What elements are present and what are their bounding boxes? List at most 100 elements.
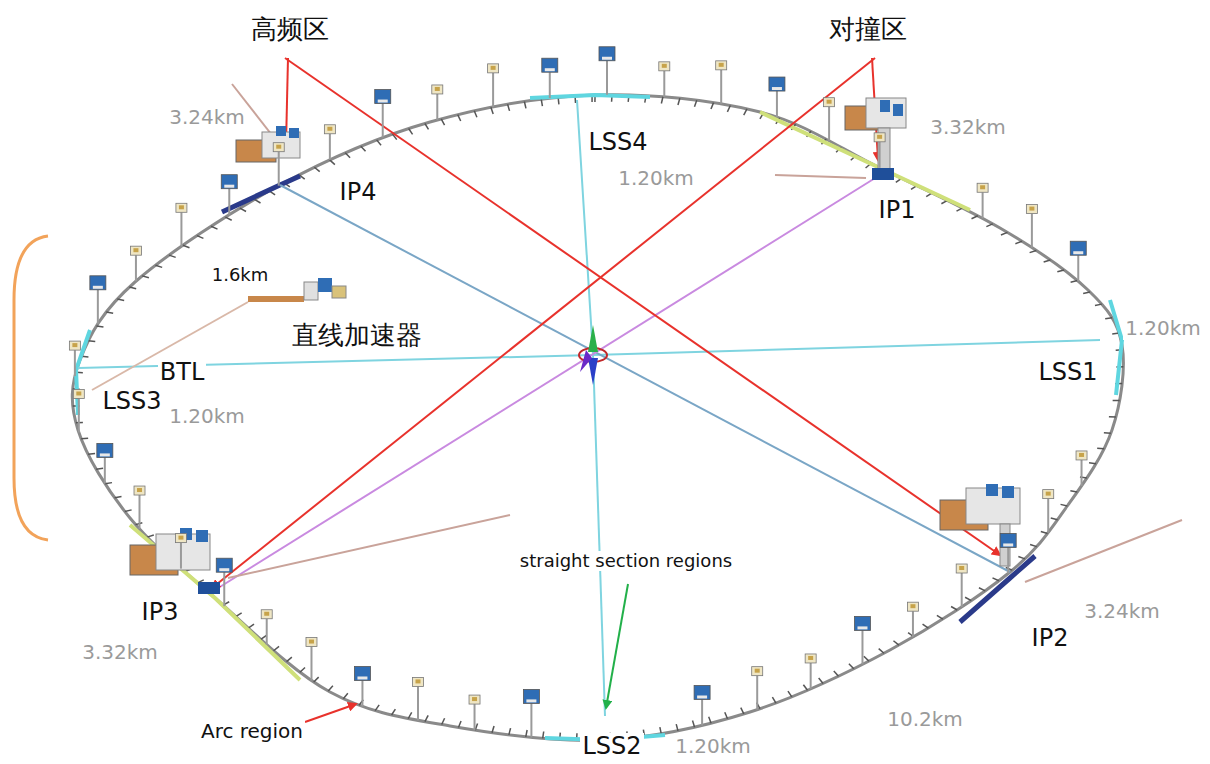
surface-building	[179, 205, 184, 209]
surface-building	[719, 63, 724, 67]
ring-tick	[972, 216, 978, 219]
callout-arrow	[285, 58, 1000, 555]
dimension-label: 1.20km	[673, 735, 753, 758]
surface-building	[857, 626, 867, 629]
surface-building	[100, 453, 110, 456]
ring-tick	[1044, 260, 1051, 262]
ring-tick	[225, 217, 231, 220]
shaft	[104, 457, 106, 483]
ring-tick	[1104, 432, 1111, 434]
surface-building	[178, 536, 183, 540]
ring-tick	[458, 721, 461, 727]
ring-tick	[1041, 532, 1048, 534]
surface-building	[134, 486, 145, 495]
ring-tick	[803, 685, 807, 691]
ring-tick	[788, 691, 792, 697]
surface-building	[1043, 490, 1054, 499]
section-label: BTL	[158, 359, 207, 387]
surface-building	[306, 638, 317, 647]
ring-tick	[211, 226, 217, 229]
surface-building	[877, 135, 882, 139]
ring-tick	[965, 597, 971, 600]
surface-building	[824, 98, 835, 107]
ring-tick	[330, 160, 335, 165]
surface-building	[324, 125, 335, 134]
ip-facility	[845, 98, 906, 180]
callout-arrow	[212, 58, 875, 588]
axis-line	[593, 355, 605, 716]
surface-building	[221, 175, 237, 189]
surface-building	[72, 343, 77, 347]
ring-ticks	[73, 95, 1124, 741]
surface-building	[73, 389, 84, 398]
shaft	[1077, 255, 1079, 281]
transfer-line	[92, 302, 248, 390]
ring-tick	[1015, 241, 1022, 243]
surface-building	[910, 604, 915, 608]
dimension-label: 10.2km	[885, 708, 965, 731]
shaft	[310, 647, 312, 681]
ring-tick	[240, 208, 246, 211]
section-label: LSS3	[100, 388, 163, 416]
surface-building	[907, 602, 918, 611]
ip-facility	[130, 528, 220, 594]
ring-tick	[287, 657, 292, 662]
ring-tick	[248, 624, 254, 628]
ring-tick	[676, 724, 678, 731]
ring-tick	[1097, 447, 1104, 449]
linac-building	[332, 286, 346, 298]
surface-building	[76, 391, 81, 395]
surface-building	[216, 558, 232, 572]
axis-line	[593, 340, 1100, 355]
ring-tick	[923, 624, 929, 628]
shaft	[720, 70, 722, 104]
ring-tick	[254, 199, 260, 203]
surface-building	[854, 616, 870, 630]
surface-building	[133, 248, 138, 252]
shaft	[382, 104, 384, 138]
surface-building	[769, 77, 785, 91]
leader-line	[775, 175, 866, 178]
linac	[248, 296, 304, 302]
surface-building	[469, 695, 480, 704]
shaft	[223, 572, 225, 606]
ring-tick	[328, 686, 333, 691]
surface-building	[224, 185, 234, 188]
surface-building	[694, 685, 710, 699]
ring-tick	[1113, 400, 1120, 402]
ring-tick	[474, 111, 477, 117]
ring-tick	[129, 287, 136, 289]
surface-building	[1073, 251, 1083, 254]
ring-tick	[693, 721, 695, 728]
ring-tick	[508, 104, 510, 111]
shaft	[776, 91, 778, 117]
access-shafts	[69, 47, 1087, 738]
ring-tick	[81, 438, 88, 440]
ring-tick	[300, 667, 305, 672]
shaft	[180, 212, 182, 246]
ring-tick	[147, 535, 154, 537]
ring-tick	[106, 312, 113, 313]
ring-tick	[711, 103, 714, 109]
ring-tick	[993, 578, 999, 581]
section-label: LSS4	[586, 129, 649, 157]
surface-building	[309, 640, 314, 644]
surface-building	[526, 699, 536, 702]
ring-tick	[183, 245, 190, 247]
ip-label: IP1	[877, 197, 918, 225]
ring-tick	[1109, 416, 1116, 418]
ip-facility	[236, 126, 300, 162]
ring-tick	[727, 105, 730, 111]
surface-building	[808, 656, 813, 660]
ring-tick	[125, 510, 132, 512]
ring-tick	[864, 656, 869, 661]
shaft	[756, 676, 758, 710]
surface-building	[137, 488, 142, 492]
ring-tick	[442, 718, 445, 724]
ring-tick	[725, 712, 728, 718]
ring-tick	[986, 224, 992, 227]
shaft	[701, 699, 703, 725]
shaft	[1081, 460, 1083, 486]
shaft	[78, 398, 80, 432]
